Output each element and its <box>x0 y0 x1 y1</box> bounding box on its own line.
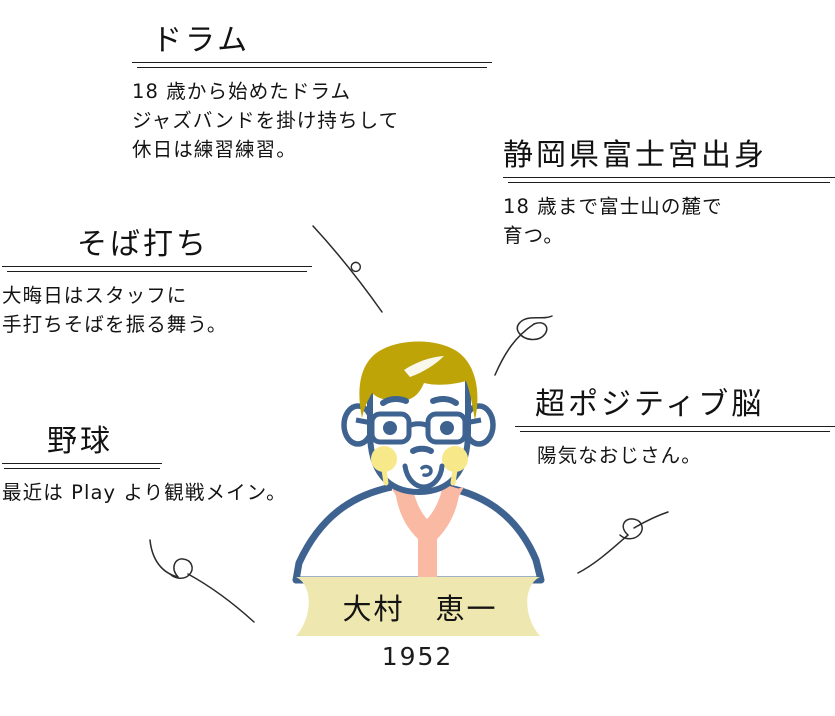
section-positive-heading: 超ポジティブ脳 <box>535 387 765 422</box>
section-positive-underline <box>515 426 835 433</box>
section-positive: 超ポジティブ脳 陽気なおじさん。 <box>515 388 835 471</box>
section-baseball-heading: 野球 <box>47 424 113 459</box>
section-baseball: 野球 最近は Play より観戦メイン。 <box>2 425 350 508</box>
section-soba-underline <box>2 266 312 273</box>
eyebrow-left <box>380 395 409 406</box>
section-soba-heading: そば打ち <box>77 227 209 262</box>
section-drum-heading: ドラム <box>152 23 251 58</box>
face <box>367 344 471 495</box>
mouth-tongue <box>420 464 433 477</box>
section-origin: 静岡県富士宮出身 18 歳まで富士山の麓で 育つ。 <box>503 139 835 251</box>
eye-left <box>383 421 397 435</box>
mouth <box>402 463 445 490</box>
connector-line-drum <box>312 225 383 313</box>
section-origin-underline <box>503 177 835 184</box>
glasses <box>355 411 482 445</box>
hair <box>359 341 478 420</box>
nose <box>410 445 434 454</box>
section-drum-body: 18 歳から始めたドラム ジャズバンドを掛け持ちして 休日は練習練習。 <box>132 80 400 161</box>
connector-line-origin <box>494 315 553 376</box>
section-origin-body: 18 歳まで富士山の麓で 育つ。 <box>503 195 723 247</box>
section-drum-underline <box>132 62 492 69</box>
eyebrow-right <box>430 395 459 406</box>
section-baseball-underline <box>2 463 162 470</box>
section-origin-heading: 静岡県富士宮出身 <box>503 138 767 173</box>
blush-left <box>371 446 397 486</box>
profile-name: 大村 恵一 <box>342 592 498 626</box>
profile-year: 1952 <box>381 642 454 671</box>
section-soba: そば打ち 大晦日はスタッフに 手打ちそばを振る舞う。 <box>2 228 312 340</box>
tie <box>391 484 464 580</box>
eye-right <box>440 421 454 435</box>
section-soba-body: 大晦日はスタッフに 手打ちそばを振る舞う。 <box>2 284 228 336</box>
ear-right <box>462 403 496 447</box>
neck <box>392 452 444 498</box>
connector-line-positive <box>577 511 669 574</box>
blush-right <box>442 446 468 486</box>
section-baseball-body: 最近は Play より観戦メイン。 <box>2 481 287 504</box>
section-positive-body: 陽気なおじさん。 <box>537 444 702 467</box>
connector-line-baseball <box>149 539 255 623</box>
section-drum: ドラム 18 歳から始めたドラム ジャズバンドを掛け持ちして 休日は練習練習。 <box>132 24 492 165</box>
